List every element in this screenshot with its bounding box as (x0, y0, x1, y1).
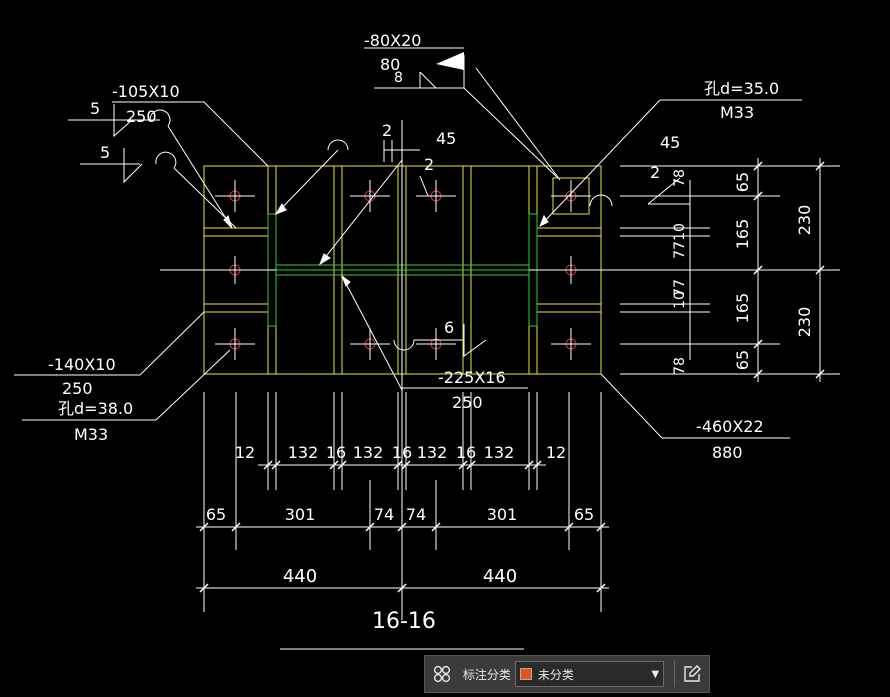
category-label: 标注分类 (462, 667, 511, 682)
dimension-label: 12 (546, 443, 566, 462)
dimension-label: 65 (574, 505, 594, 524)
category-select[interactable]: 未分类 ▼ (514, 661, 665, 687)
label-hole-left: 孔d=38.0 (58, 399, 133, 418)
label-weld5a: 5 (90, 99, 100, 118)
label-ang45a: 45 (436, 129, 456, 148)
grid-icon[interactable] (425, 656, 459, 692)
dimension-label: 16 (326, 443, 346, 462)
label-gap2b: 2 (424, 155, 434, 174)
label-bolt-left: M33 (74, 425, 108, 444)
dimension-label: 132 (484, 443, 515, 462)
dimension-row-2: 65 301 74 74 301 65 (206, 505, 594, 524)
dimension-label: 12 (235, 443, 255, 462)
dimension-label: 301 (487, 505, 518, 524)
label-bolt-right: M33 (720, 103, 754, 122)
dimension-lines-right (620, 158, 840, 382)
dimension-label: 65 (206, 505, 226, 524)
dimension-label: 132 (353, 443, 384, 462)
dimension-label: 77 (672, 279, 688, 297)
label-plate-base-len: 880 (712, 443, 743, 462)
label-ang45b: 45 (660, 133, 680, 152)
edit-icon[interactable] (675, 656, 709, 692)
label-plate-mid: -225X16 (438, 368, 506, 387)
toolbar-divider (674, 661, 676, 687)
label-plate-top: -80X20 (364, 31, 421, 50)
dimension-label: 10 (672, 223, 688, 241)
dimension-label: 65 (733, 350, 752, 370)
dimension-label: 230 (795, 307, 814, 338)
label-plate-top-w2: 8 (394, 70, 403, 86)
bolt-holes (215, 180, 591, 360)
label-plate-left-bot: -140X10 (48, 355, 116, 374)
dimension-label: 230 (795, 205, 814, 236)
chevron-down-icon: ▼ (651, 668, 660, 680)
category-color-swatch (519, 668, 532, 680)
leader-arrows (223, 203, 549, 287)
dimension-label: 132 (288, 443, 319, 462)
dimension-label: 78 (672, 169, 688, 187)
category-selected-value: 未分类 (537, 667, 574, 682)
dimension-label: 78 (672, 357, 688, 375)
dimension-label: 10 (672, 291, 688, 309)
label-weld6: 6 (444, 318, 454, 337)
dimension-ticks-right (753, 161, 825, 379)
label-plate-top-w: 80 (380, 55, 400, 74)
dimension-row-1: 12 132 16 132 16 132 16 132 12 (235, 443, 566, 462)
dimension-label: 165 (733, 219, 752, 250)
dimension-label: 16 (392, 443, 412, 462)
section-title: 16-16 (372, 609, 436, 634)
label-plate-base: -460X22 (696, 417, 764, 436)
label-gap2c: 2 (650, 163, 660, 182)
dimension-label: 16 (456, 443, 476, 462)
label-weld5b: 5 (100, 143, 110, 162)
dimension-label: 440 (283, 566, 317, 587)
label-plate-left-bot-len: 250 (62, 379, 93, 398)
label-plate-left-top-len: 250 (126, 107, 157, 126)
label-gap2a: 2 (382, 121, 392, 140)
annotation-labels: -80X20 80 8 -105X10 250 5 5 孔d=35.0 M33 … (48, 31, 779, 634)
dimension-label: 74 (406, 505, 426, 524)
dimension-ticks (199, 460, 606, 593)
dimension-right-inner: 65 165 165 65 (733, 172, 752, 370)
dimension-row-3: 440 440 (283, 566, 517, 587)
annotation-toolbar: 标注分类 未分类 ▼ (424, 655, 710, 693)
dimension-label: 165 (733, 293, 752, 324)
label-plate-mid-len: 250 (452, 393, 483, 412)
weld-flag-icon (436, 52, 464, 70)
dimension-label: 132 (417, 443, 448, 462)
dimension-right-outer: 230 230 (795, 205, 814, 338)
label-plate-left-top: -105X10 (112, 82, 180, 101)
dimension-label: 74 (374, 505, 394, 524)
dimension-label: 440 (483, 566, 517, 587)
dimension-label: 77 (672, 241, 688, 259)
dimension-label: 65 (733, 172, 752, 192)
leader-lines (14, 47, 802, 439)
dimension-label: 301 (285, 505, 316, 524)
label-hole-right: 孔d=35.0 (704, 79, 779, 98)
